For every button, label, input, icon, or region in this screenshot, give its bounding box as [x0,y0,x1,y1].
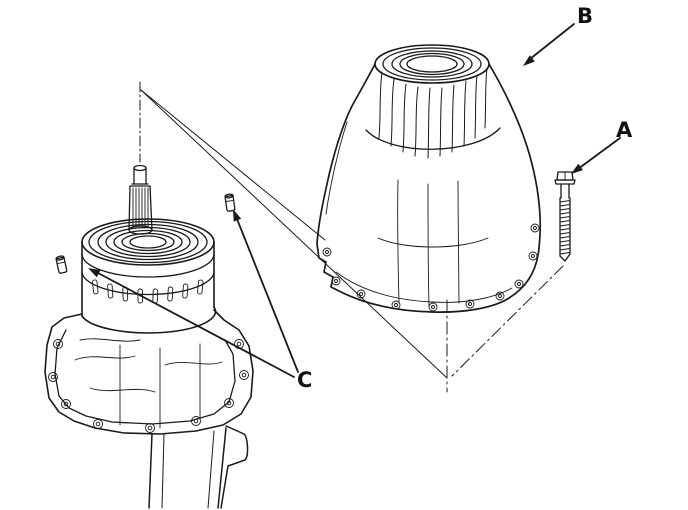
arrowhead-a [571,163,583,174]
projection-line [140,89,448,379]
case-lower-body [148,425,249,509]
housing-fins [378,67,488,159]
arrow-b [529,23,575,60]
clutch-drum [81,218,217,334]
projection-line [140,89,326,241]
transmission-body-assembly [44,164,254,509]
arrow-a [577,137,621,170]
case-bolt-holes [48,339,249,433]
arrowhead-c-upper [233,209,242,222]
dowel-pin-right [224,193,236,212]
mainshaft [128,164,153,235]
arrow-c-lower [97,272,295,378]
arrowhead-c-lower [88,268,101,278]
arrow-c-upper [236,218,299,373]
centerline-bolt-axis [451,265,564,377]
dowel-pin-left [55,255,68,274]
case-casting-detail [74,338,223,429]
callout-label-a: A [616,118,633,142]
callout-label-b: B [577,4,594,28]
transmission-case [44,309,254,509]
housing-ribs [335,179,513,307]
housing-top-opening [374,44,490,84]
callout-arrows [88,23,621,378]
housing-bolt-holes [322,223,540,312]
mounting-bolt [554,171,576,262]
callout-label-c: C [297,368,313,392]
converter-housing [316,44,541,313]
housing-shoulder [325,121,501,215]
bolt-threads [559,200,571,255]
arrowhead-b [523,55,535,66]
alignment-lines [139,81,564,393]
housing-outline [316,63,541,313]
